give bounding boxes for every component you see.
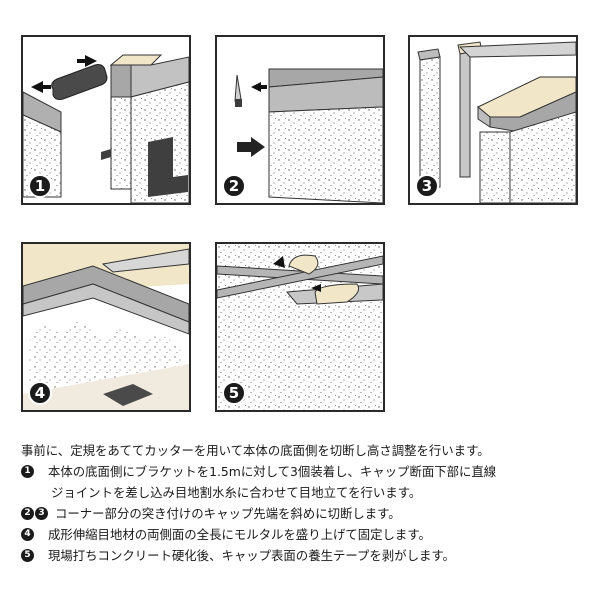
joint-assembly-illustration [23,54,189,203]
step-5-text: 現場打ちコンクリート硬化後、キャップ表面の養生テープを剥がします。 [48,548,455,563]
corner-cut-illustration [417,41,576,203]
number-badge: 3 [35,507,48,520]
arrow-icon [251,82,267,92]
number-badge: 5 [222,381,246,405]
arrow-icon [311,284,321,292]
number-badge: 2 [21,507,34,520]
number-badge: 4 [28,381,52,405]
instructions: 事前に、定規をあててカッターを用いて本体の底面側を切断し高さ調整を行います。 1… [21,440,591,566]
step-2-3: 2 3 コーナー部分の突き付けのキャップ先端を斜めに切断します。 [21,503,591,524]
illustration-panel-4: 4 [21,242,191,412]
arrow-icon [273,256,285,268]
step-4-text: 成形伸縮目地材の両側面の全長にモルタルを盛り上げて固定します。 [48,527,431,542]
illustration-panel-3: 3 [408,35,578,205]
number-badge: 4 [21,528,34,541]
illustration-panel-1: 1 [21,35,191,205]
arrow-icon [31,81,51,93]
step-1-line-1: 1 本体の底面側にブラケットを1.5mに対して3個装着し、キャップ断面下部に直線 [21,461,591,482]
number-badge: 5 [21,549,34,562]
number-badge: 3 [415,174,439,198]
illustration-panel-2: 2 [215,35,385,205]
number-badge: 1 [28,174,52,198]
cutter-icon [234,74,242,102]
tape-removal-illustration [217,244,383,410]
number-badge: 1 [21,465,34,478]
step-2-3-text: コーナー部分の突き付けのキャップ先端を斜めに切断します。 [55,506,401,521]
arrow-icon [77,55,97,67]
number-badge: 2 [222,174,246,198]
step-1-text: 本体の底面側にブラケットを1.5mに対して3個装着し、キャップ断面下部に直線 [48,464,497,479]
intro-text: 事前に、定規をあててカッターを用いて本体の底面側を切断し高さ調整を行います。 [21,443,490,458]
step-1-line-2: ジョイントを差し込み目地割水糸に合わせて目地立てを行います。 [51,485,422,500]
height-adjustment-illustration [234,68,383,203]
step-4: 4 成形伸縮目地材の両側面の全長にモルタルを盛り上げて固定します。 [21,524,591,545]
step-5: 5 現場打ちコンクリート硬化後、キャップ表面の養生テープを剥がします。 [21,545,591,566]
arrow-icon [237,137,265,157]
mortar-fixing-illustration [23,244,189,410]
illustration-panel-5: 5 [215,242,385,412]
